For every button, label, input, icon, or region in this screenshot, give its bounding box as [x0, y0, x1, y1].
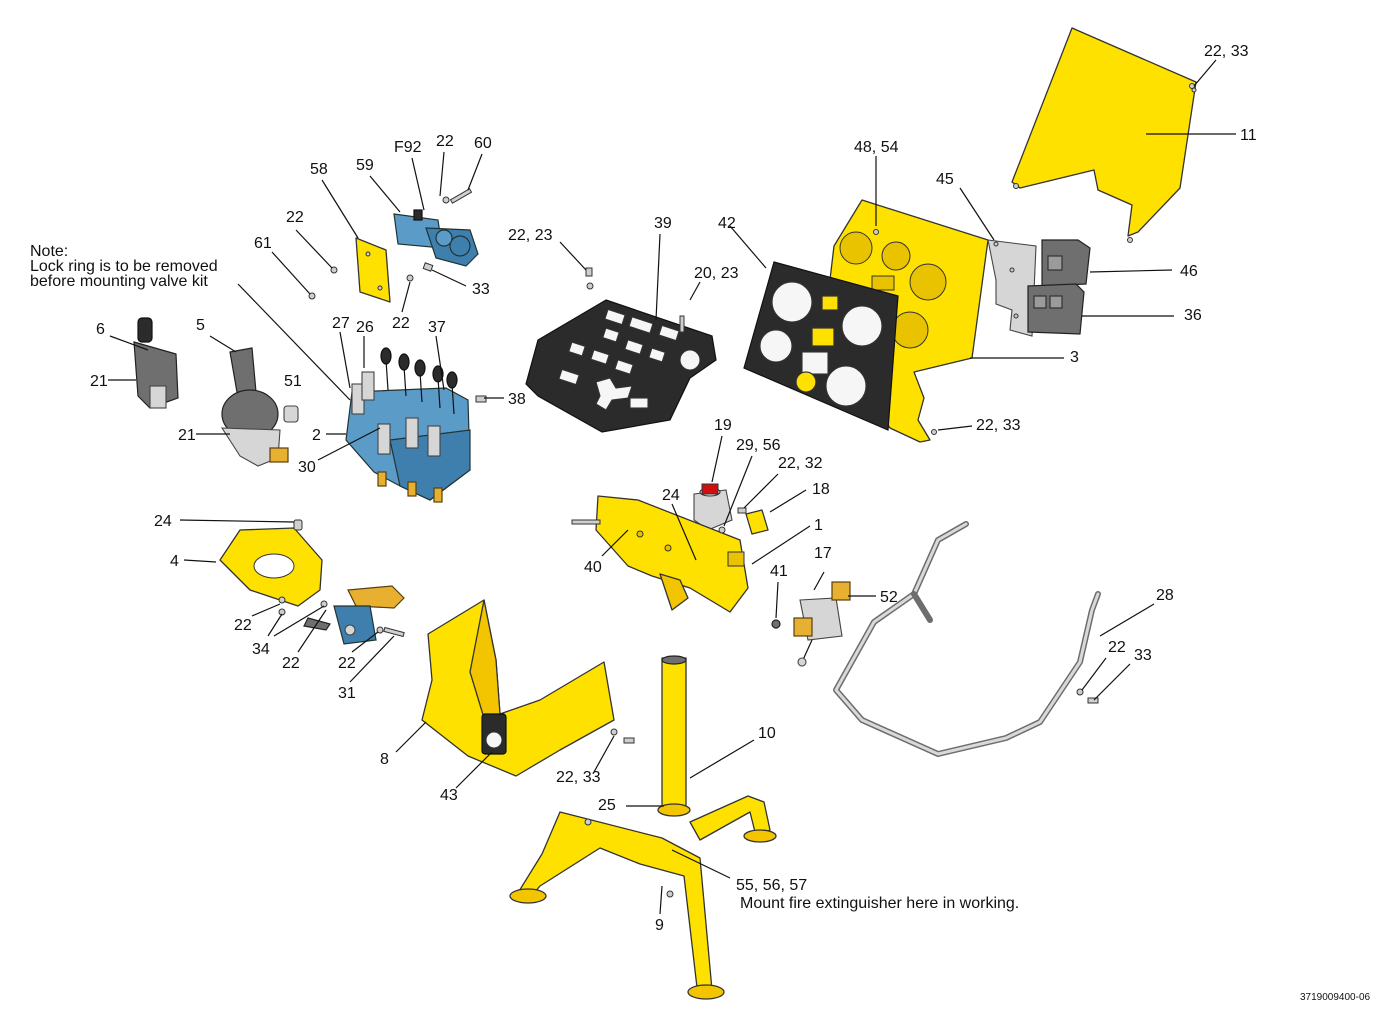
label-4: 4	[170, 553, 179, 570]
label-59: 59	[356, 157, 374, 174]
part-18-plate	[745, 509, 769, 535]
part-8-side-shield	[421, 599, 615, 777]
label-17: 17	[814, 545, 832, 562]
label-55-56-57: 55, 56, 57	[736, 877, 807, 894]
label-22-a: 22	[436, 133, 454, 150]
label-60: 60	[474, 135, 492, 152]
part-5-joystick	[220, 347, 289, 467]
part-46-electric-box	[1041, 239, 1091, 287]
part-42-panel-frame	[743, 261, 899, 431]
label-24-b: 24	[154, 513, 172, 530]
label-33-b: 33	[1134, 647, 1152, 664]
label-22-e: 22	[234, 617, 252, 634]
part-9-stand-base	[509, 795, 777, 1000]
label-24-a: 24	[662, 487, 680, 504]
part-59-solenoid-valve	[393, 209, 479, 267]
label-45: 45	[936, 171, 954, 188]
label-22-33-plate: 22, 33	[976, 417, 1021, 434]
part-45-bracket	[987, 239, 1037, 337]
part-6-joystick	[133, 317, 179, 409]
label-20-23: 20, 23	[694, 265, 739, 282]
label-37: 37	[428, 319, 446, 336]
fire-extinguisher-note: Mount fire extinguisher here in working.	[740, 895, 1019, 912]
part-28-pipe-railing	[833, 521, 1101, 757]
label-8: 8	[380, 751, 389, 768]
label-22-23: 22, 23	[508, 227, 553, 244]
part-19-emergency-stop	[693, 483, 733, 531]
note-line-2: before mounting valve kit	[30, 273, 208, 290]
label-36: 36	[1184, 307, 1202, 324]
part-36-electric-box	[1027, 283, 1085, 335]
label-22-g: 22	[338, 655, 356, 672]
part-58-gasket	[355, 237, 391, 303]
label-25: 25	[598, 797, 616, 814]
label-21-b: 21	[178, 427, 196, 444]
part-43-display-box	[481, 713, 507, 755]
drawing-number: 3719009400-06	[1300, 992, 1371, 1003]
label-48-54: 48, 54	[854, 139, 899, 156]
label-9: 9	[655, 917, 664, 934]
label-28: 28	[1156, 587, 1174, 604]
label-22-32: 22, 32	[778, 455, 823, 472]
label-19: 19	[714, 417, 732, 434]
label-22-33-top: 22, 33	[1204, 43, 1249, 60]
label-52: 52	[880, 589, 898, 606]
part-4-bracket	[219, 527, 323, 607]
label-30: 30	[298, 459, 316, 476]
label-22-33-bottom: 22, 33	[556, 769, 601, 786]
label-22-f: 22	[282, 655, 300, 672]
label-41: 41	[770, 563, 788, 580]
label-39: 39	[654, 215, 672, 232]
part-51-nut	[283, 405, 299, 423]
part-1-support-bracket	[595, 495, 749, 613]
loose-hardware	[278, 87, 1197, 744]
label-42: 42	[718, 215, 736, 232]
label-1: 1	[814, 517, 823, 534]
label-33-a: 33	[472, 281, 490, 298]
label-5: 5	[196, 317, 205, 334]
note-heading: Note:	[30, 243, 68, 260]
label-3: 3	[1070, 349, 1079, 366]
label-22-c: 22	[392, 315, 410, 332]
valve-levers	[380, 347, 458, 415]
label-22-d: 22	[1108, 639, 1126, 656]
label-21-a: 21	[90, 373, 108, 390]
label-18: 18	[812, 481, 830, 498]
label-58: 58	[310, 161, 328, 178]
part-39-control-panel	[525, 299, 717, 433]
label-46: 46	[1180, 263, 1198, 280]
label-26: 26	[356, 319, 374, 336]
part-labels: 22, 33 11 48, 54 45 42 46 36 3 22, 33 39…	[90, 43, 1257, 934]
label-43: 43	[440, 787, 458, 804]
part-11-cover-plate	[1011, 27, 1197, 243]
label-27: 27	[332, 315, 350, 332]
label-29-56: 29, 56	[736, 437, 781, 454]
label-40: 40	[584, 559, 602, 576]
part-17-ball-valve	[793, 581, 851, 667]
label-10: 10	[758, 725, 776, 742]
part-10-stand-post	[657, 655, 691, 817]
label-51: 51	[284, 373, 302, 390]
part-2-valve-block	[345, 347, 471, 503]
label-6: 6	[96, 321, 105, 338]
label-34: 34	[252, 641, 270, 658]
label-61: 61	[254, 235, 272, 252]
label-2: 2	[312, 427, 321, 444]
note-line-1: Lock ring is to be removed	[30, 258, 218, 275]
label-31: 31	[338, 685, 356, 702]
label-22-b: 22	[286, 209, 304, 226]
label-11: 11	[1240, 127, 1257, 144]
part-34-valve	[333, 585, 405, 645]
leader-lines	[108, 59, 1236, 915]
label-f92: F92	[394, 139, 422, 156]
label-38: 38	[508, 391, 526, 408]
